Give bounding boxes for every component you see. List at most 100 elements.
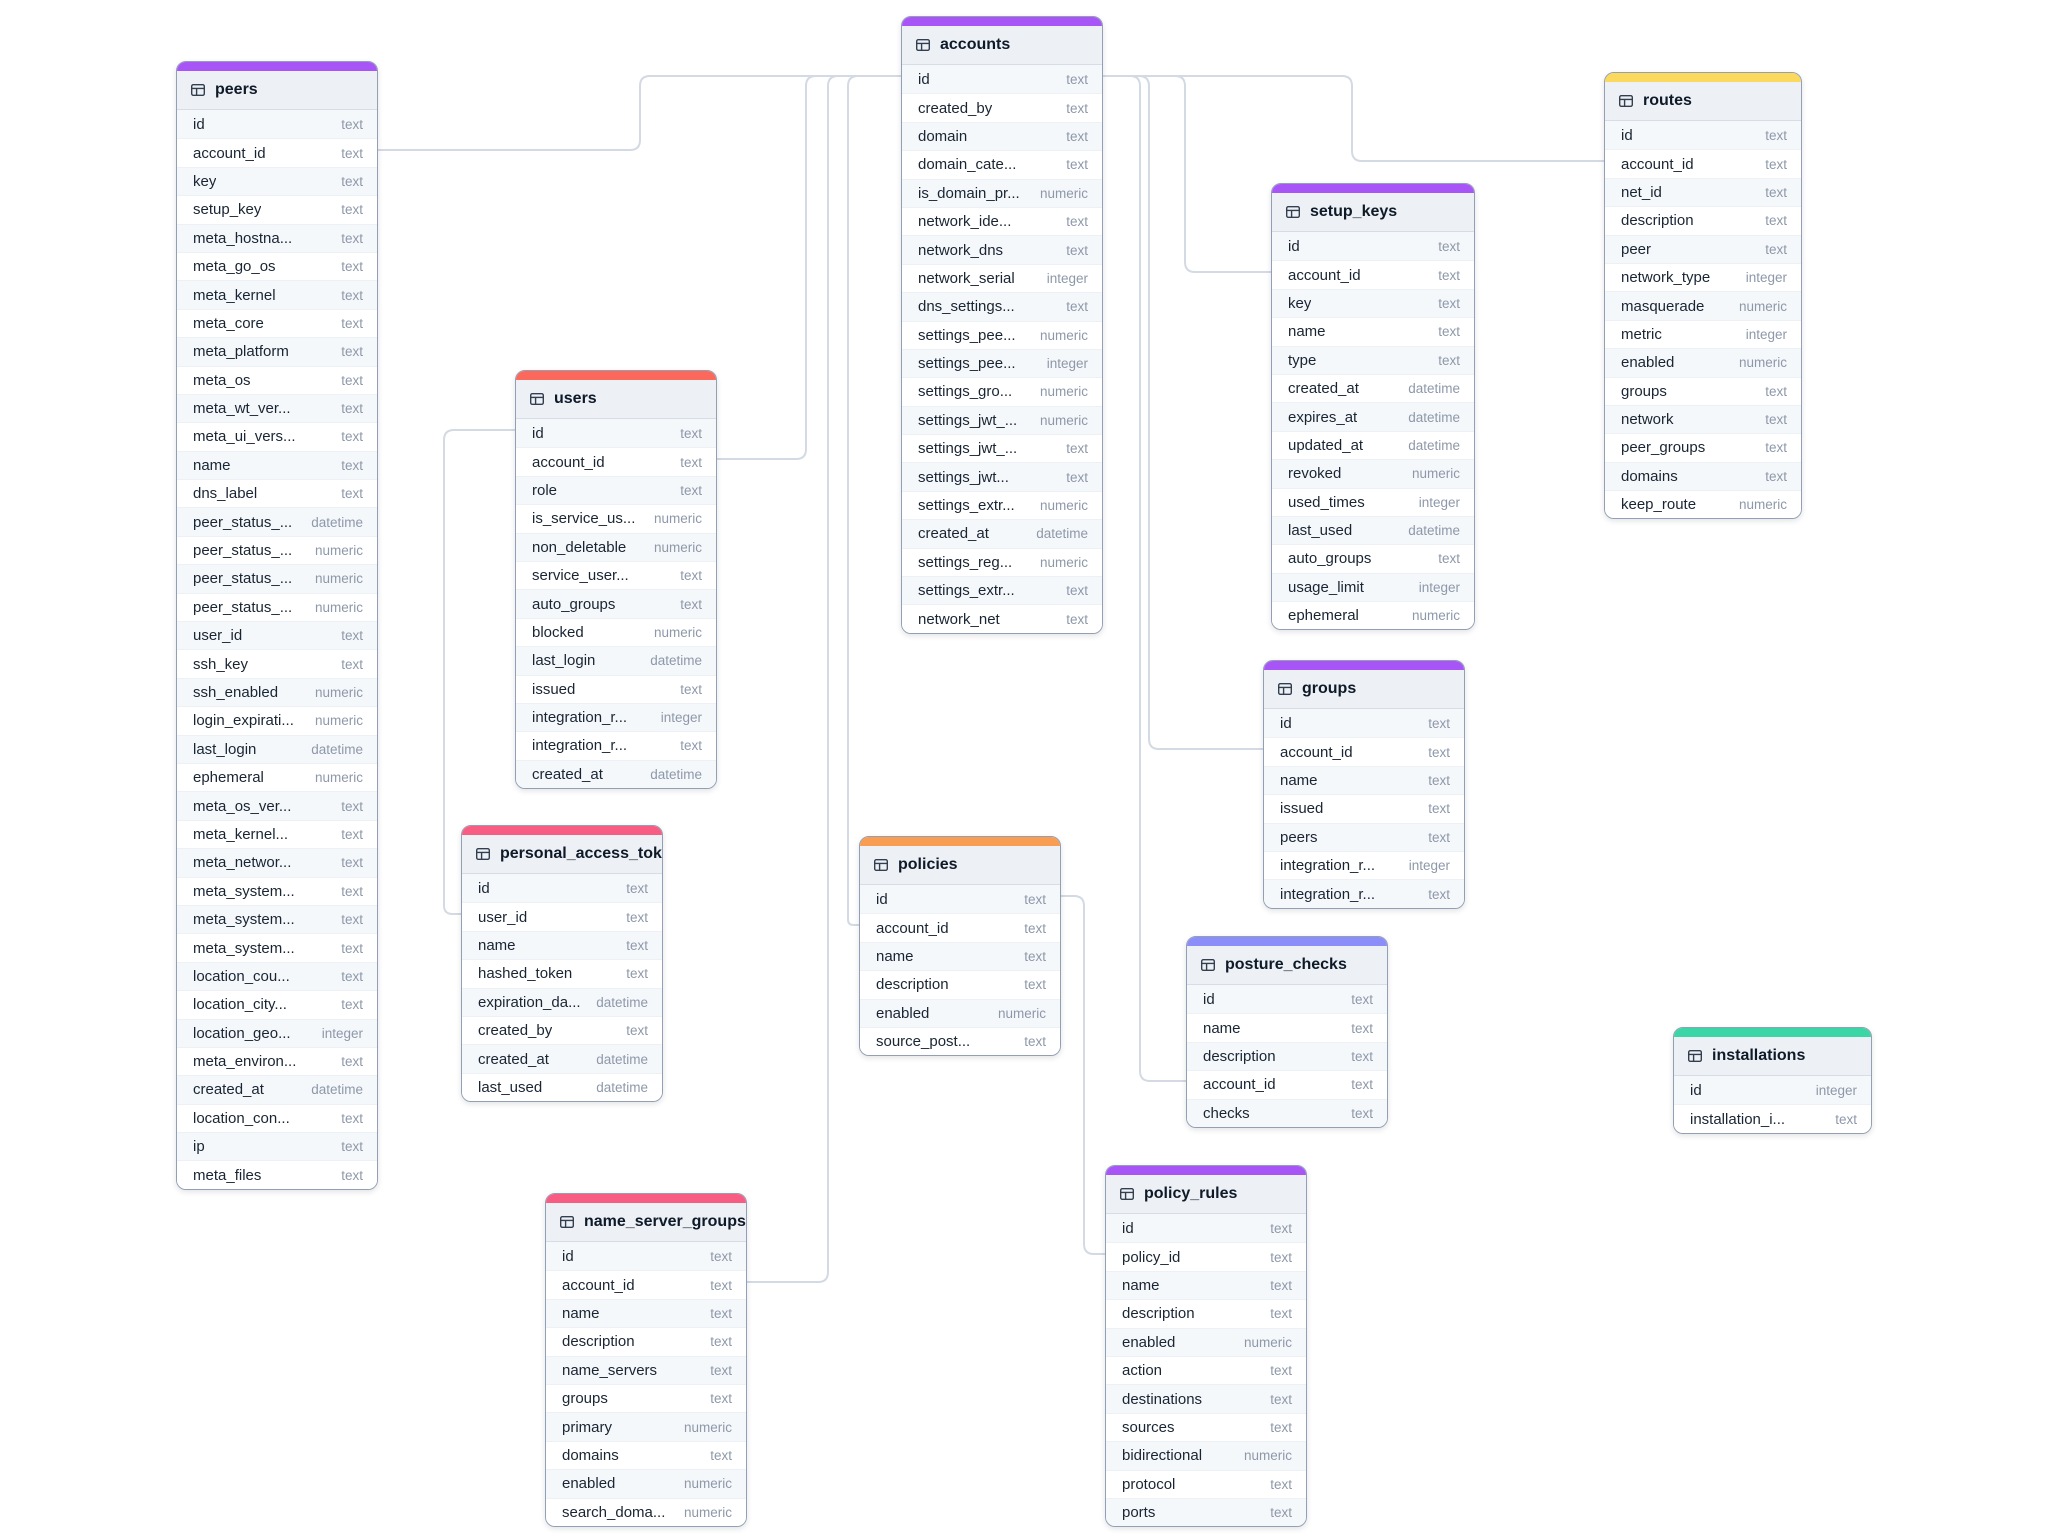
table-header-accounts[interactable]: accounts xyxy=(902,26,1102,65)
field-row-users[interactable]: service_user...text xyxy=(516,560,716,590)
field-row-accounts[interactable]: settings_reg...numeric xyxy=(902,547,1102,577)
table-header-policies[interactable]: policies xyxy=(860,846,1060,885)
field-row-users[interactable]: integration_r...integer xyxy=(516,702,716,732)
table-header-routes[interactable]: routes xyxy=(1605,82,1801,121)
field-row-peers[interactable]: peer_status_...datetime xyxy=(177,507,377,536)
field-row-peers[interactable]: login_expirati...numeric xyxy=(177,706,377,735)
field-row-name_server_groups[interactable]: search_doma...numeric xyxy=(546,1497,746,1526)
field-row-peers[interactable]: meta_kernel...text xyxy=(177,819,377,849)
field-row-accounts[interactable]: settings_extr...numeric xyxy=(902,490,1102,520)
field-row-peers[interactable]: meta_system...text xyxy=(177,904,377,934)
field-row-policies[interactable]: source_post...text xyxy=(860,1026,1060,1056)
field-row-peers[interactable]: meta_ui_vers...text xyxy=(177,422,377,451)
field-row-accounts[interactable]: settings_extr...text xyxy=(902,576,1102,605)
field-row-peers[interactable]: meta_system...text xyxy=(177,933,377,962)
field-row-peers[interactable]: peer_status_...numeric xyxy=(177,535,377,565)
field-row-peers[interactable]: meta_hostna...text xyxy=(177,223,377,252)
table-header-installations[interactable]: installations xyxy=(1674,1037,1871,1076)
field-row-peers[interactable]: location_city...text xyxy=(177,990,377,1019)
table-header-personal_access_tokens[interactable]: personal_access_tokens xyxy=(462,835,662,874)
field-row-accounts[interactable]: settings_pee...integer xyxy=(902,348,1102,378)
table-header-setup_keys[interactable]: setup_keys xyxy=(1272,193,1474,232)
field-row-accounts[interactable]: settings_pee...numeric xyxy=(902,320,1102,349)
field-row-users[interactable]: integration_r...text xyxy=(516,731,716,760)
field-row-groups[interactable]: integration_r...text xyxy=(1264,879,1464,908)
field-row-installations[interactable]: installation_i...text xyxy=(1674,1104,1871,1133)
field-row-peers[interactable]: meta_os_ver...text xyxy=(177,791,377,820)
table-header-groups[interactable]: groups xyxy=(1264,670,1464,709)
field-row-peers[interactable]: meta_wt_ver...text xyxy=(177,393,377,423)
field-row-accounts[interactable]: settings_jwt_...numeric xyxy=(902,405,1102,435)
field-row-peers[interactable]: meta_system...text xyxy=(177,876,377,905)
field-row-accounts[interactable]: settings_jwt...text xyxy=(902,462,1102,491)
field-row-accounts[interactable]: network_ide...text xyxy=(902,206,1102,236)
